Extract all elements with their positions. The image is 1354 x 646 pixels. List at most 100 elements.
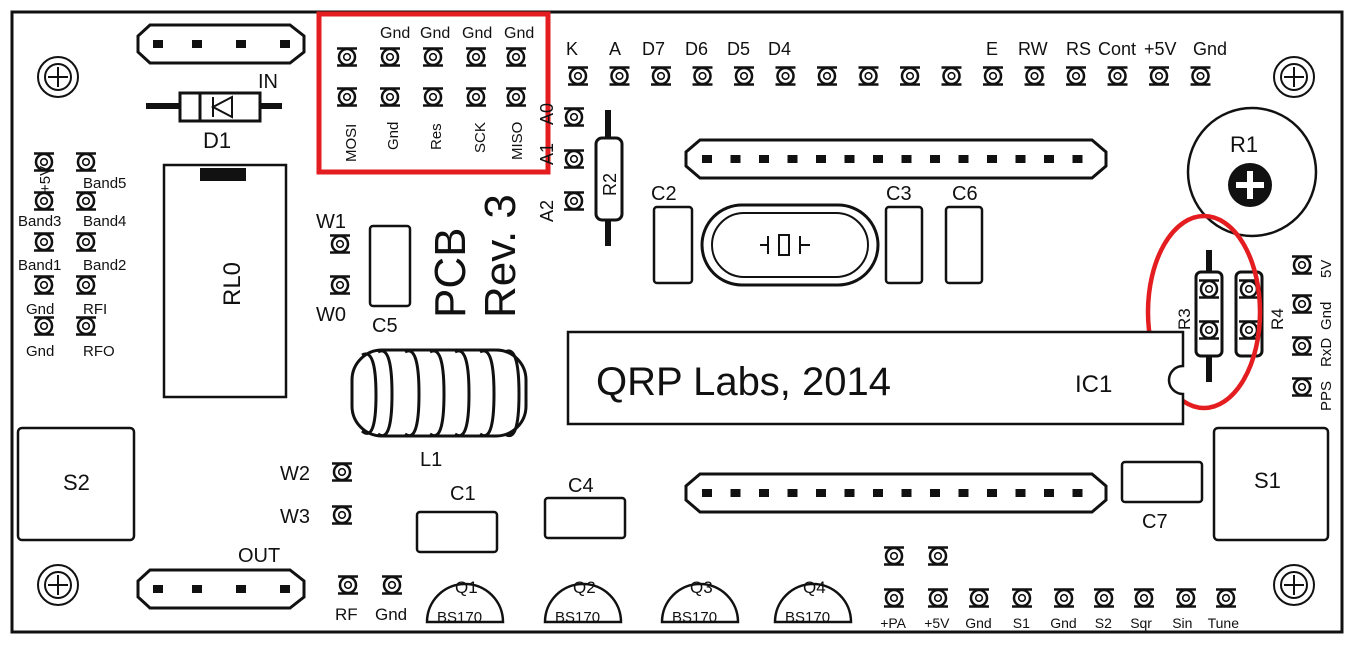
ic1: QRP Labs, 2014 IC1: [566, 330, 1185, 426]
mounting-hole: [1273, 564, 1315, 606]
bottom-pin-label: S2: [1095, 615, 1112, 631]
pcb-text: PCB: [426, 228, 475, 318]
rl0-label: RL0: [219, 262, 246, 306]
ic-socket-upper: [684, 138, 1108, 180]
isp-bottom-label: MOSI: [343, 124, 360, 162]
socket-pin: [730, 155, 741, 163]
socket-pin: [987, 489, 997, 497]
lcd-pad: [774, 66, 797, 86]
transistor-name: Q2: [573, 578, 596, 597]
lcd-pad: [732, 66, 756, 86]
lcd-pad: [981, 66, 1005, 86]
socket-pin: [759, 155, 769, 163]
socket-pin: [930, 155, 940, 163]
bottom-pin-label: Sin: [1172, 615, 1192, 631]
isp-bottom-label: SCK: [472, 122, 489, 153]
bottom-pin-label: Gnd: [965, 615, 991, 631]
lcd-label: D5: [727, 39, 750, 59]
socket-pin: [787, 489, 798, 497]
lcd-pad: [898, 66, 922, 86]
isp-top-label: Gnd: [504, 25, 534, 42]
capacitor-c3: C3: [884, 183, 924, 285]
isp-bottom-label: Gnd: [385, 122, 402, 150]
socket-pin: [702, 155, 712, 163]
socket-pin: [816, 155, 826, 163]
socket-pin: [787, 155, 798, 163]
w3-label: W3: [280, 506, 310, 528]
socket-pin: [730, 489, 741, 497]
bottom-pad: [1174, 588, 1198, 608]
band-pin-label: +5V: [37, 166, 54, 193]
isp-bottom-label: Res: [428, 123, 445, 150]
bottom-pad: [967, 588, 991, 608]
bottom-pad: [1010, 588, 1034, 608]
lcd-pad: [1023, 66, 1046, 86]
resistor-r3: R3: [1175, 250, 1224, 382]
band-pins: +5V Band3 Band1 Gnd Gnd Band5 Band4 Band…: [18, 152, 126, 360]
band-pin-label: RFI: [83, 301, 107, 318]
transistor-name: Q1: [455, 578, 478, 597]
capacitor-c4: C4: [543, 475, 627, 540]
c6-label: C6: [952, 183, 978, 205]
lcd-pad: [649, 66, 673, 86]
socket-pin: [844, 489, 855, 497]
bottom-pin-label: Sqr: [1130, 615, 1152, 631]
ic1-label: IC1: [1075, 371, 1112, 398]
socket-pin: [958, 155, 969, 163]
lcd-label: K: [566, 39, 578, 59]
socket-pin: [1015, 155, 1026, 163]
w1-label: W1: [316, 211, 346, 233]
band-pin-label: Band3: [18, 213, 61, 230]
a0-label: A0: [537, 103, 557, 125]
bottom-pin-label: +5V: [924, 615, 950, 631]
lcd-label: E: [986, 39, 998, 59]
socket-pin: [958, 489, 969, 497]
jumper-w1: W1: [316, 211, 352, 254]
r3-label: R3: [1175, 308, 1194, 330]
transistor-part: BS170: [437, 609, 482, 626]
capacitor-c1: C1: [415, 483, 499, 554]
lcd-labels: K A D7 D6 D5 D4 E RW RS Cont +5V Gnd: [566, 39, 1227, 59]
trimmer-r1: R1: [1186, 106, 1318, 238]
in-label: IN: [258, 71, 278, 93]
c4-label: C4: [568, 475, 594, 497]
gps-pin-label: Gnd: [1318, 302, 1335, 330]
switch-s1: S1: [1212, 426, 1330, 542]
resistor-r4: R4: [1234, 270, 1287, 358]
r4-label: R4: [1268, 308, 1287, 330]
a2-label: A2: [537, 200, 557, 222]
relay-rl0: RL0: [162, 163, 288, 399]
r1-label: R1: [1230, 132, 1258, 157]
bottom-pad: [1052, 588, 1076, 608]
socket-pin: [1044, 489, 1054, 497]
out-label: OUT: [238, 545, 280, 567]
lcd-pad: [940, 66, 963, 86]
lcd-label: A: [609, 39, 621, 59]
r2-label: R2: [600, 173, 620, 196]
lcd-pad: [566, 66, 590, 86]
analog-pins: A0 A1 A2: [537, 103, 586, 222]
bottom-pad: [1092, 588, 1116, 608]
rf-label: RF: [335, 605, 358, 624]
c1-label: C1: [450, 483, 476, 505]
lcd-pad: [691, 66, 714, 86]
bottom-pin-label: Gnd: [1050, 615, 1076, 631]
capacitor-c2: C2: [651, 183, 694, 285]
lcd-label: D6: [685, 39, 708, 59]
gps-pins: 5V Gnd RxD PPS: [1290, 255, 1335, 411]
capacitor-c7: C7: [1120, 460, 1204, 533]
resistor-r2: R2: [594, 110, 624, 246]
capacitor-c6: C6: [944, 183, 984, 285]
gps-pin-label: RxD: [1318, 338, 1335, 367]
switch-s2: S2: [16, 426, 136, 542]
band-pin-label: Band4: [83, 213, 126, 230]
gnd-label: Gnd: [375, 605, 407, 624]
a1-label: A1: [537, 143, 557, 165]
isp-top-label: Gnd: [462, 25, 492, 42]
ic-socket-lower: [684, 472, 1108, 514]
socket-pin: [702, 489, 712, 497]
isp-bottom-label: MISO: [509, 122, 526, 160]
